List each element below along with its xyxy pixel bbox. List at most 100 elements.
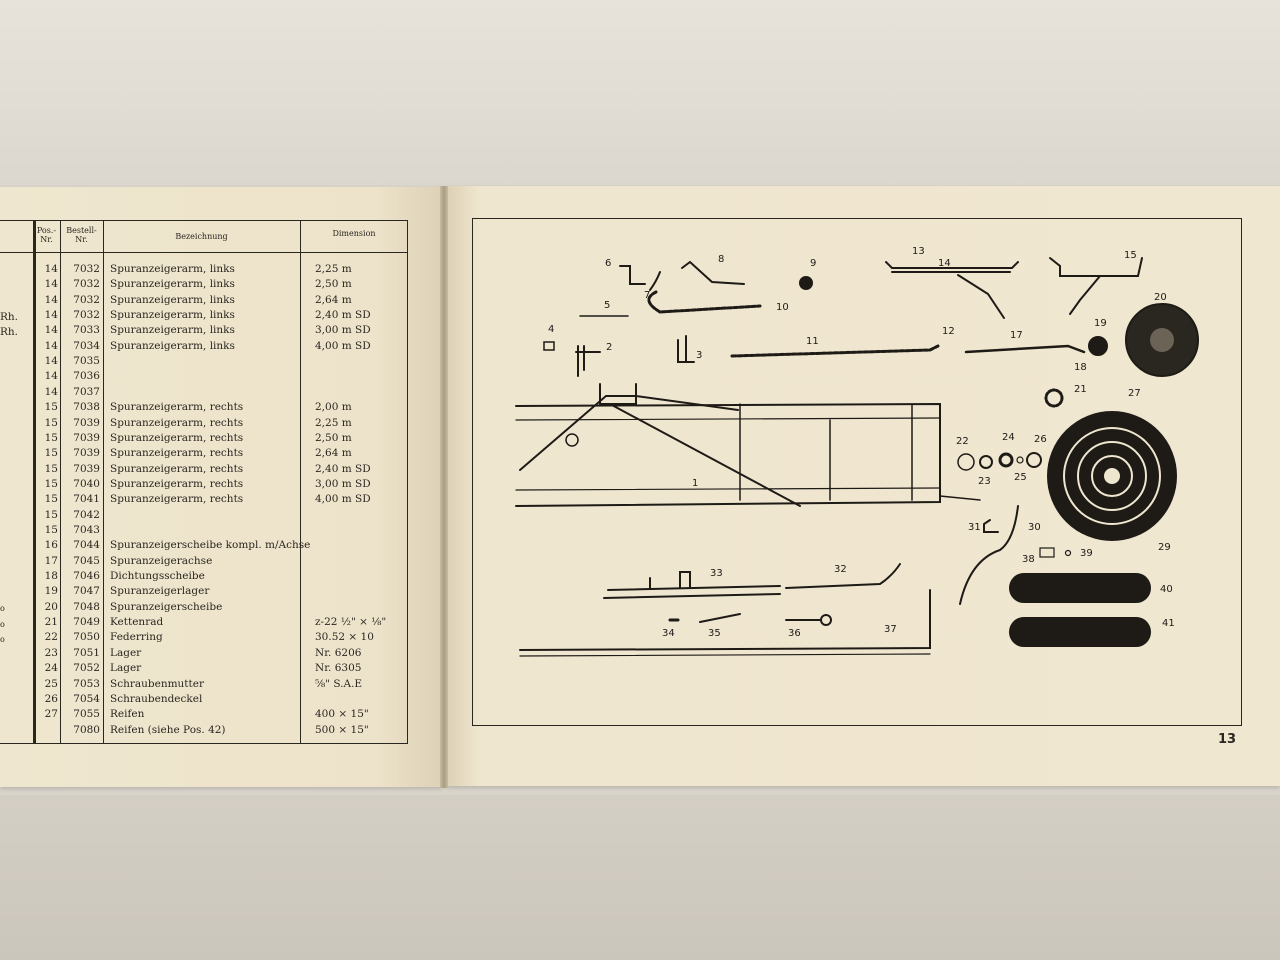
callout-label: 23 — [978, 476, 991, 487]
row-pos: 15 — [44, 477, 58, 490]
page-number: 13 — [1218, 732, 1237, 747]
margin-mark: o — [0, 604, 5, 613]
header-pos: Pos.- Nr. — [36, 226, 57, 244]
row-pos: 15 — [44, 416, 58, 429]
row-bestell: 7032 — [73, 293, 100, 306]
callout-label: 14 — [938, 258, 951, 269]
row-pos: 17 — [44, 554, 58, 567]
row-bezeichnung: Reifen — [110, 708, 145, 721]
callout-label: 5 — [604, 300, 610, 311]
row-pos: 14 — [44, 263, 58, 275]
left-page — [0, 187, 442, 787]
table-divider — [33, 220, 36, 744]
callout-label: 40 — [1160, 584, 1173, 595]
callout-label: 3 — [696, 350, 702, 361]
row-bezeichnung: Spuranzeigerarm, rechts — [110, 416, 244, 429]
callout-label: 9 — [810, 258, 816, 269]
callout-label: 20 — [1154, 292, 1167, 303]
row-bezeichnung: Spuranzeigerarm, rechts — [110, 431, 244, 444]
callout-label: 12 — [942, 326, 955, 337]
table-surface-bottom — [0, 795, 1280, 960]
callout-label: 26 — [1034, 434, 1047, 445]
table-surface-top — [0, 0, 1280, 185]
row-bezeichnung: Spuranzeigerarm, rechts — [110, 493, 244, 506]
callout-label: 2 — [606, 342, 612, 353]
row-pos: 14 — [44, 385, 58, 398]
row-bestell: 7039 — [73, 416, 100, 429]
row-bezeichnung: Spuranzeigerachse — [110, 554, 213, 567]
row-bestell: 7048 — [73, 600, 100, 613]
row-dimension: 500 × 15" — [315, 723, 369, 736]
row-bestell: 7033 — [73, 324, 100, 337]
row-bestell: 7053 — [73, 677, 100, 690]
row-dimension: 2,64 m — [315, 447, 352, 460]
callout-label: 38 — [1022, 554, 1035, 565]
callout-label: 18 — [1074, 362, 1087, 373]
row-bezeichnung: Spuranzeigerarm, rechts — [110, 401, 244, 414]
header-bezeichnung: Bezeichnung — [175, 232, 228, 241]
row-dimension: 2,25 m — [315, 416, 352, 429]
row-pos: 15 — [44, 462, 58, 475]
row-bestell: 7051 — [73, 646, 100, 659]
row-pos: 14 — [44, 278, 58, 291]
row-pos: 18 — [44, 570, 58, 582]
callout-label: 24 — [1002, 432, 1015, 443]
table-frame — [0, 220, 408, 744]
row-dimension: 2,50 m — [315, 431, 352, 444]
callout-label: 4 — [548, 324, 554, 335]
row-bezeichnung: Schraubenmutter — [110, 677, 204, 690]
row-bezeichnung: Federring — [110, 631, 163, 644]
callout-label: 21 — [1074, 384, 1087, 395]
callout-label: 29 — [1158, 542, 1171, 553]
row-bezeichnung: Spuranzeigerarm, links — [110, 263, 235, 275]
row-pos: 23 — [44, 646, 58, 659]
callout-label: 1 — [692, 478, 698, 489]
row-pos: 14 — [44, 309, 58, 322]
margin-mark: o — [0, 620, 5, 629]
row-dimension: z-22 ½" × ⅛" — [315, 616, 387, 628]
callout-label: 19 — [1094, 318, 1107, 329]
row-dimension: 3,00 m SD — [315, 477, 371, 490]
row-bestell: 7046 — [73, 570, 100, 582]
row-bezeichnung: Reifen (siehe Pos. 42) — [110, 723, 226, 736]
row-bezeichnung: Lager — [110, 662, 142, 675]
row-pos: 15 — [44, 431, 58, 444]
callout-label: 32 — [834, 564, 847, 575]
callout-label: 31 — [968, 522, 981, 533]
row-bestell: 7047 — [73, 585, 100, 598]
row-bezeichnung: Spuranzeigerscheibe — [110, 600, 223, 613]
callout-label: 33 — [710, 568, 723, 579]
row-bestell: 7034 — [73, 339, 100, 352]
row-bezeichnung: Spuranzeigerarm, links — [110, 339, 235, 352]
row-bezeichnung: Kettenrad — [110, 616, 164, 628]
row-bezeichnung: Spuranzeigerarm, rechts — [110, 462, 244, 475]
row-bestell: 7054 — [73, 692, 100, 705]
margin-mark: Rh. — [0, 311, 19, 323]
callout-label: 8 — [718, 254, 724, 265]
callout-label: 34 — [662, 628, 675, 639]
row-dimension: 400 × 15" — [315, 708, 369, 721]
row-bestell: 7036 — [73, 370, 100, 383]
callout-label: 15 — [1124, 250, 1137, 261]
row-bestell: 7035 — [73, 355, 100, 368]
row-bezeichnung: Spuranzeigerarm, rechts — [110, 477, 244, 490]
row-dimension: Nr. 6305 — [315, 662, 362, 675]
row-bestell: 7043 — [73, 524, 100, 536]
row-pos: 14 — [44, 355, 58, 368]
row-pos: 15 — [44, 401, 58, 414]
row-pos: 24 — [44, 662, 58, 675]
row-dimension: ⅝" S.A.E — [315, 677, 363, 690]
callout-label: 36 — [788, 628, 801, 639]
callout-label: 35 — [708, 628, 721, 639]
row-bestell: 7040 — [73, 477, 100, 490]
table-header-rule — [0, 252, 408, 253]
row-bezeichnung: Spuranzeigerarm, links — [110, 293, 235, 306]
row-bezeichnung: Spuranzeigerlager — [110, 585, 210, 598]
row-bezeichnung: Spuranzeigerscheibe kompl. m/Achse — [110, 539, 311, 552]
row-dimension: 2,40 m SD — [315, 309, 371, 322]
row-pos: 14 — [44, 370, 58, 383]
row-bezeichnung: Spuranzeigerarm, links — [110, 309, 235, 322]
table-divider — [300, 220, 301, 744]
callout-label: 39 — [1080, 548, 1093, 559]
row-pos: 14 — [44, 293, 58, 306]
